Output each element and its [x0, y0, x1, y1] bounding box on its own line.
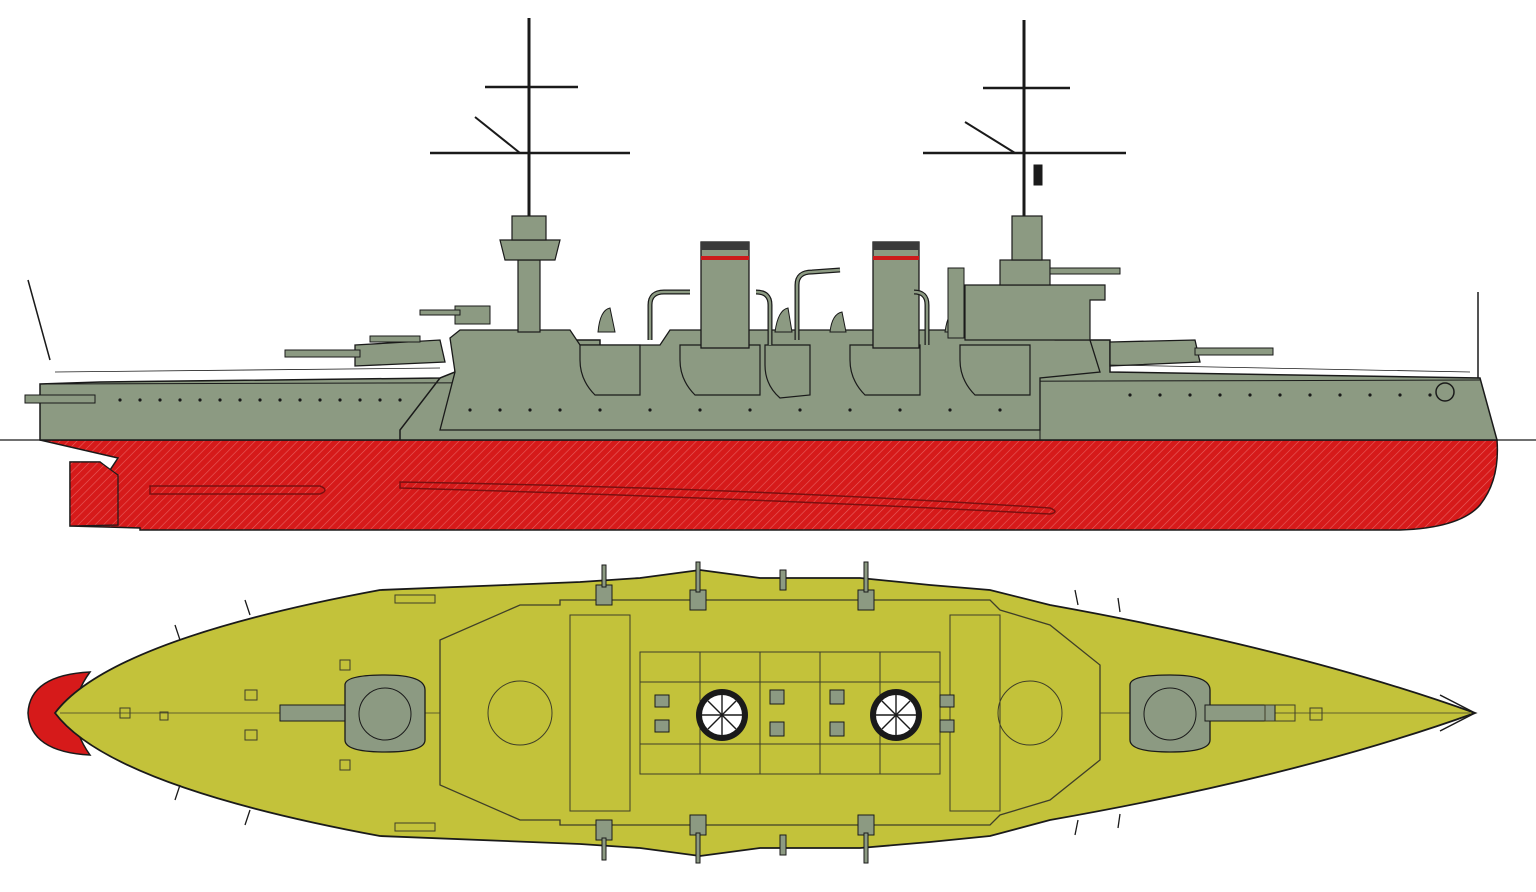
aft-mast: [430, 18, 630, 333]
casemate-guns-port: [595, 561, 875, 611]
deckhouse-grid: [569, 614, 1001, 812]
stern-gallery: [24, 394, 96, 404]
aft-funnel-top: [696, 689, 748, 741]
bow-tip: [1439, 694, 1477, 732]
stern-flagstaff: [27, 279, 51, 361]
aft-rail: [54, 367, 441, 373]
aft-barbette-ring: [487, 680, 553, 746]
fwd-barbette-ring: [997, 680, 1063, 746]
forward-bridge: [947, 215, 1121, 341]
aft-secondary-gun: [419, 305, 491, 325]
forward-main-turret: [1109, 339, 1274, 367]
aft-main-turret: [284, 335, 446, 367]
fwd-rail: [1109, 364, 1471, 373]
superstructure-outline: [439, 599, 1101, 826]
casemate-guns-starboard: [595, 814, 875, 864]
rudder: [69, 461, 119, 527]
side-profile-view: [0, 18, 1536, 531]
ventilators-inner: [648, 268, 929, 345]
forward-funnel: [872, 241, 920, 349]
armor-step: [399, 377, 441, 440]
forward-funnel-top: [870, 689, 922, 741]
forward-mast: [923, 20, 1126, 216]
hull-below-waterline: [39, 439, 1499, 531]
top-plan-view: [27, 561, 1478, 864]
forward-turret-top: [1129, 674, 1276, 753]
portholes: [118, 393, 1432, 412]
aft-turret-top: [279, 674, 426, 753]
bilge-keel-main: [399, 481, 1056, 515]
boats-top: [654, 689, 955, 737]
side-booms: [174, 589, 1121, 836]
bilge-keel-aft: [149, 485, 326, 495]
aft-funnel: [700, 241, 750, 349]
deck-fittings: [119, 594, 1323, 832]
bow-crest: [1435, 382, 1455, 402]
casemate-bulges: [579, 344, 1031, 399]
